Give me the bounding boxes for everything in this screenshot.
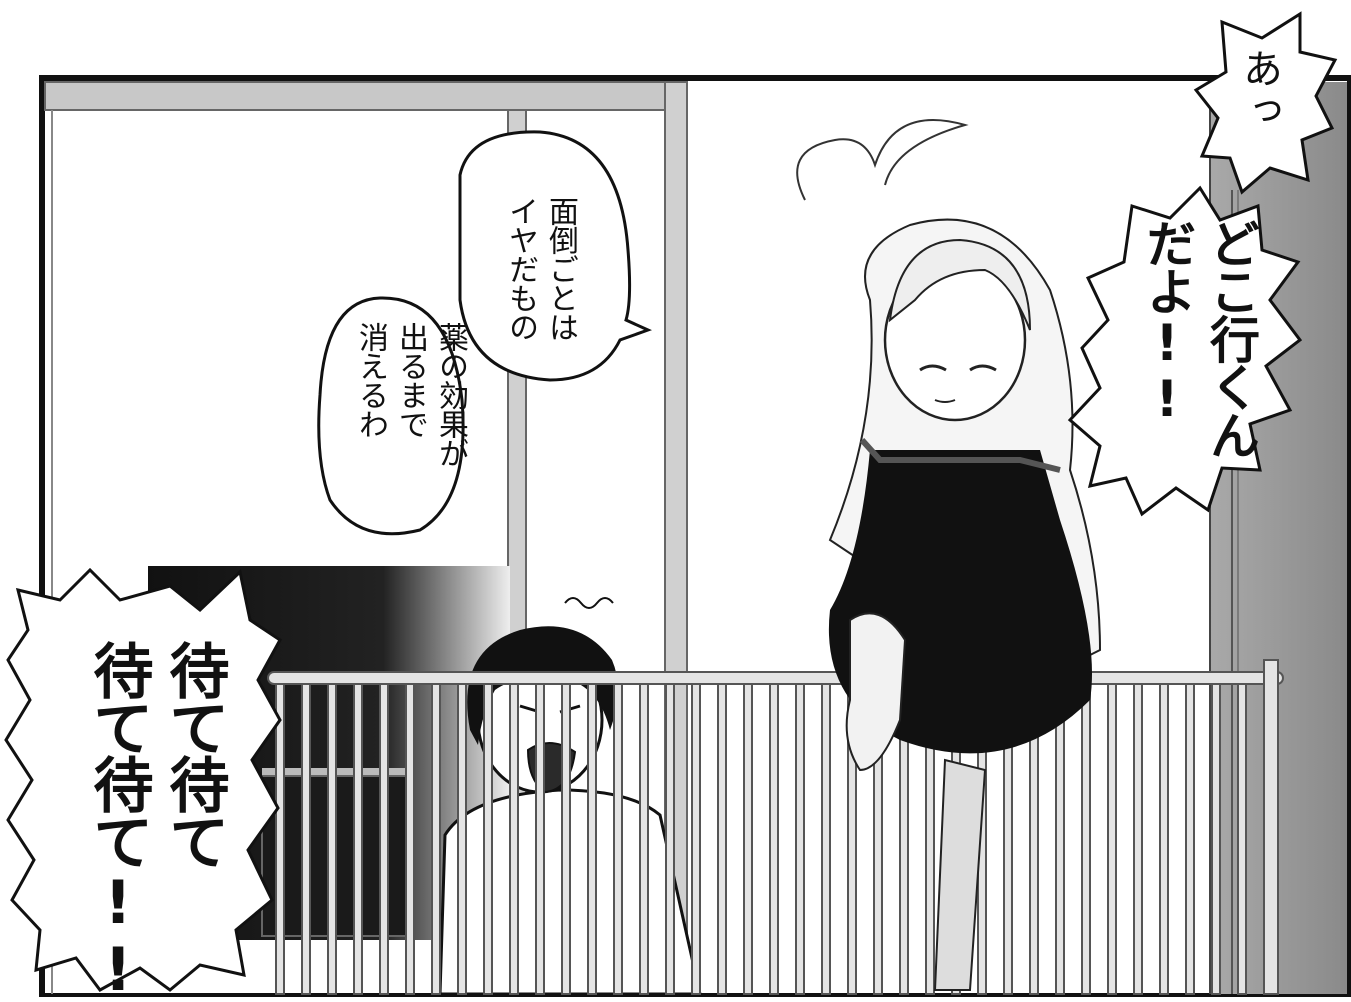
bubble-text-e: 待て待て 待て待て!! — [83, 640, 229, 1002]
bubble-text-c: 面倒ごとは イヤだもの — [503, 196, 578, 341]
bubble-b-shape — [1067, 185, 1303, 517]
bubble-shapes — [4, 11, 1338, 992]
bubble-text-a: あっ — [1236, 48, 1282, 132]
bubble-e-shape — [4, 567, 282, 992]
bubble-text-d: 薬の効果が 出るまで 消えるわ — [353, 322, 468, 467]
bubble-text-b: どこ行くん だよ!! — [1138, 218, 1260, 458]
bubble-c-shape — [458, 130, 652, 382]
window-top-rail — [44, 81, 671, 111]
girl-figure — [796, 119, 1102, 991]
bubble-d-shape — [317, 296, 465, 536]
bubble-a-shape — [1193, 11, 1338, 195]
balcony-railing — [267, 659, 1284, 995]
